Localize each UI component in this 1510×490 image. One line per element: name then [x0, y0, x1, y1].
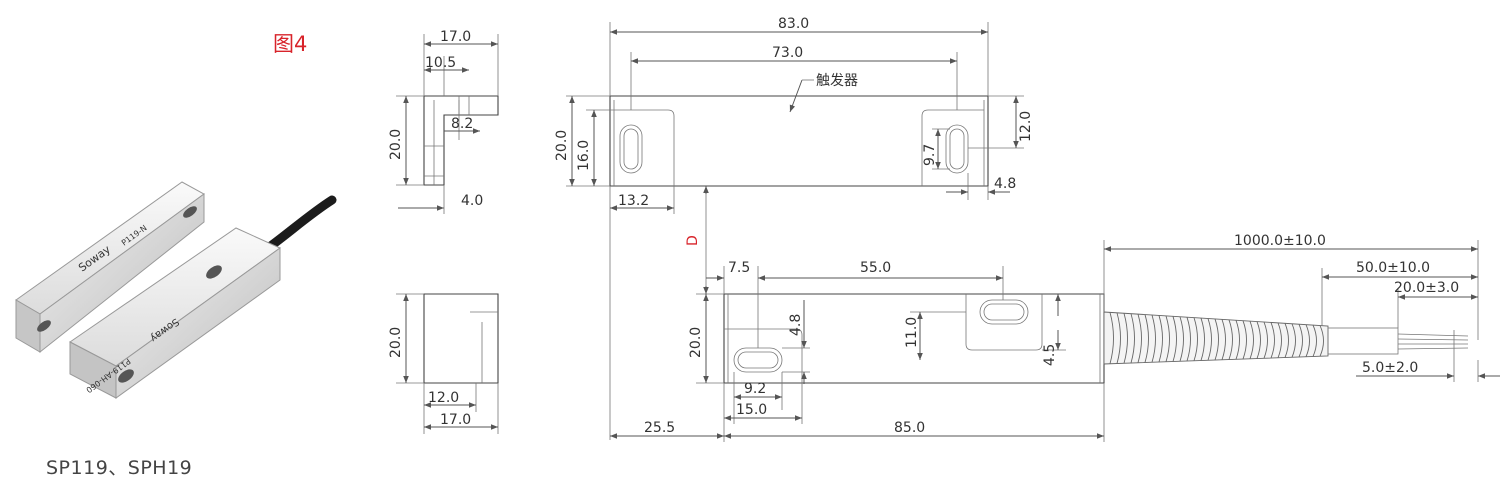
dim-side-b-20: 20.0 — [388, 327, 404, 358]
sheath-rib — [1277, 322, 1282, 358]
sensor-top-view: 7.5 55.0 20.0 4.8 11.0 4.5 — [610, 260, 1105, 442]
sheath-rib — [1151, 314, 1156, 363]
sheath-rib — [1123, 313, 1128, 364]
sheath-rib — [1214, 318, 1219, 361]
sheath-rib — [1284, 323, 1289, 358]
side-view-sensor: 20.0 12.0 17.0 — [388, 293, 499, 434]
sheath-rib — [1193, 317, 1198, 361]
dim-side-20: 20.0 — [388, 129, 404, 160]
dim-sensor-20: 20.0 — [688, 327, 704, 358]
dim-trigger-13-2: 13.2 — [618, 193, 649, 209]
dim-cable-1000: 1000.0±10.0 — [1234, 233, 1326, 249]
sheath-rib — [1116, 312, 1121, 364]
dim-sensor-85: 85.0 — [894, 420, 925, 436]
trigger-top-view: 83.0 73.0 触发器 20.0 16.0 12.0 — [554, 16, 1034, 440]
dim-sensor-7-5: 7.5 — [728, 260, 750, 276]
sheath-rib — [1298, 324, 1303, 358]
sheath-rib — [1109, 312, 1114, 364]
sheath-rib — [1235, 320, 1240, 360]
dim-cable-20: 20.0±3.0 — [1394, 280, 1459, 296]
dim-trigger-4-8: 4.8 — [994, 176, 1016, 192]
sheath-rib — [1270, 322, 1275, 359]
sheath-rib — [1319, 325, 1324, 357]
sheath-rib — [1249, 320, 1254, 359]
dim-side-10-5: 10.5 — [425, 55, 456, 71]
dim-side-8-2: 8.2 — [451, 116, 473, 132]
figure-label: 图4 — [273, 32, 308, 56]
cable-drawing: 1000.0±10.0 50.0±10.0 20.0±3.0 5.0±2.0 — [1103, 233, 1500, 382]
gap-label-d: D — [685, 235, 701, 246]
gap-dimension: D — [685, 186, 709, 294]
sheath-rib — [1256, 321, 1261, 359]
dim-trigger-12: 12.0 — [1018, 111, 1034, 142]
sheath-rib — [1291, 323, 1296, 358]
sheath-rib — [1200, 317, 1205, 361]
dim-trigger-16: 16.0 — [576, 140, 592, 171]
sheath-rib — [1242, 320, 1247, 360]
dim-cable-5: 5.0±2.0 — [1362, 360, 1418, 376]
dim-sensor-11: 11.0 — [904, 317, 920, 348]
dim-sensor-4-5: 4.5 — [1042, 344, 1058, 366]
dim-cable-50: 50.0±10.0 — [1356, 260, 1430, 276]
dim-side-4: 4.0 — [461, 193, 483, 209]
sheath-rib — [1305, 324, 1310, 357]
dim-sensor-4-8: 4.8 — [788, 314, 804, 336]
product-caption: SP119、SPH19 — [46, 457, 193, 479]
dim-sensor-15: 15.0 — [736, 402, 767, 418]
sheath-rib — [1228, 319, 1233, 360]
dim-side-b-12: 12.0 — [428, 390, 459, 406]
sheath-rib — [1172, 316, 1177, 362]
dim-sensor-25-5: 25.5 — [644, 420, 675, 436]
dim-trigger-73: 73.0 — [772, 45, 803, 61]
sheath-rib — [1312, 324, 1317, 357]
product-photo: Soway P119-N P119-AH-060 Soway — [15, 181, 337, 399]
sheath-rib — [1165, 315, 1170, 362]
dim-trigger-20: 20.0 — [554, 130, 570, 161]
sheath-rib — [1158, 315, 1163, 363]
sensor-body: P119-AH-060 Soway — [69, 227, 281, 399]
dim-side-17: 17.0 — [440, 29, 471, 45]
sensor-cable — [263, 195, 337, 253]
sheath-rib — [1137, 314, 1142, 363]
dim-trigger-9-7: 9.7 — [922, 144, 938, 166]
dim-sensor-55: 55.0 — [860, 260, 891, 276]
sheath-rib — [1207, 318, 1212, 361]
dim-side-b-17: 17.0 — [440, 412, 471, 428]
sheath-rib — [1186, 317, 1191, 362]
side-view-trigger: 17.0 10.5 8.2 20.0 4.0 — [388, 29, 499, 214]
dim-sensor-9-2: 9.2 — [744, 381, 766, 397]
sheath-rib — [1263, 321, 1268, 359]
sheath-rib — [1221, 319, 1226, 360]
sheath-rib — [1179, 316, 1184, 362]
sheath-rib — [1130, 313, 1135, 364]
trigger-callout: 触发器 — [816, 73, 858, 89]
dim-trigger-83: 83.0 — [778, 16, 809, 32]
sheath-rib — [1144, 314, 1149, 363]
